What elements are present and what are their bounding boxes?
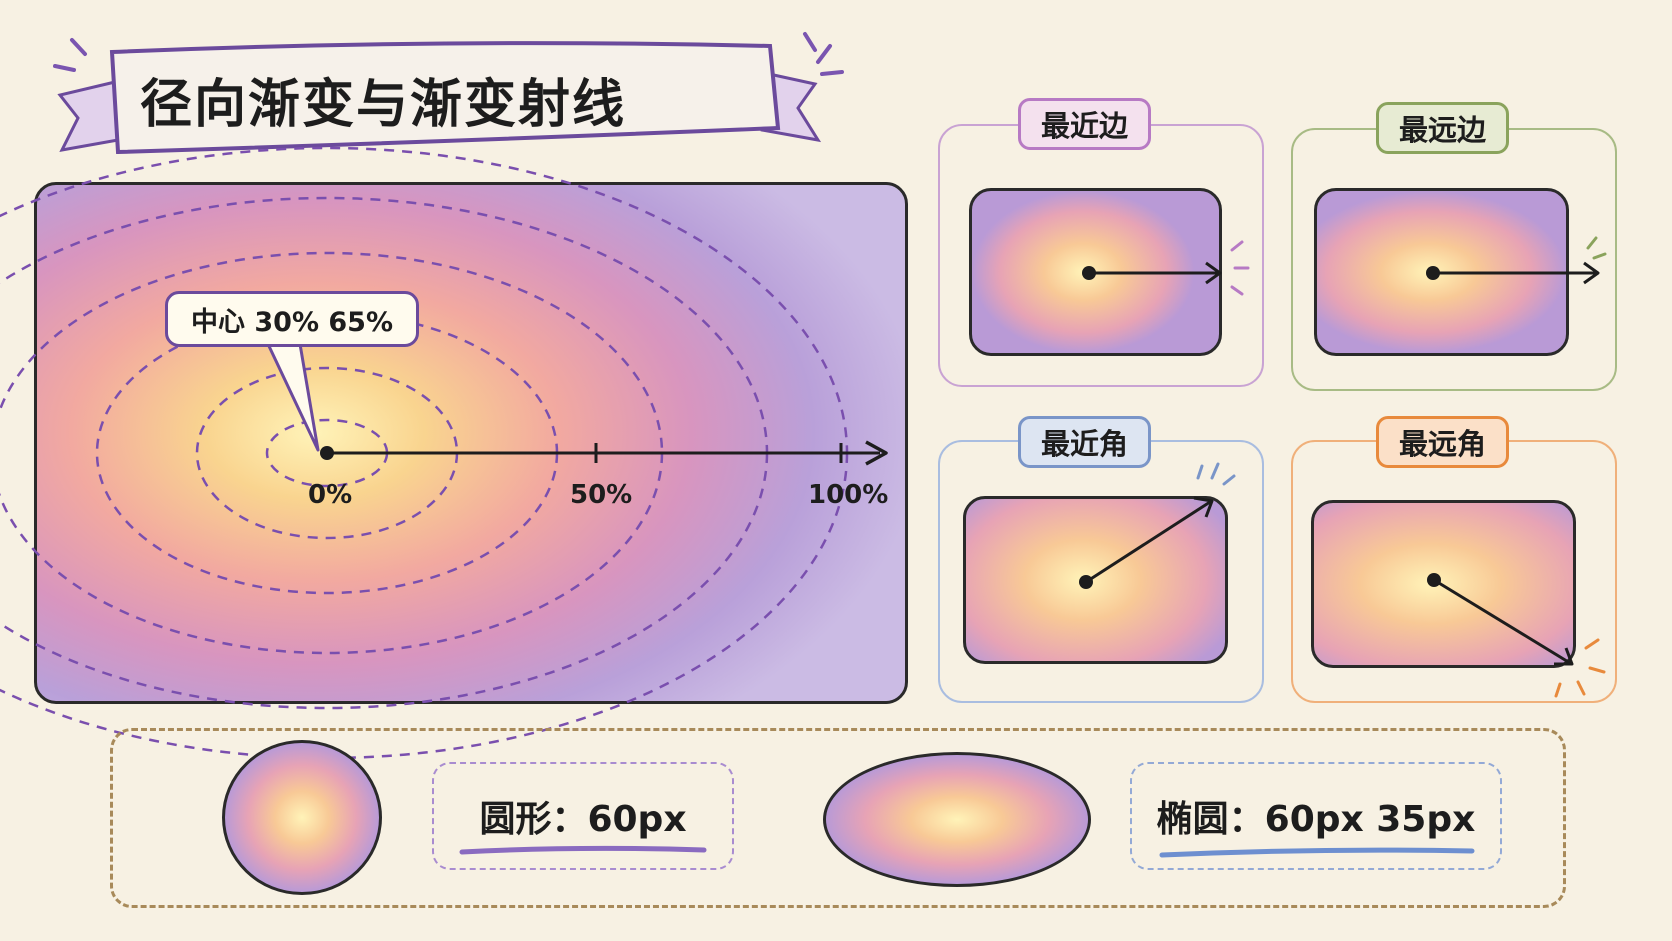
card-label-closest-corner: 最近角 bbox=[1018, 416, 1152, 468]
card-label-farthest-side: 最远边 bbox=[1376, 102, 1510, 154]
main-gradient-panel bbox=[34, 182, 908, 704]
farthest-side-gradient bbox=[1314, 188, 1569, 356]
circle-label: 圆形：60px bbox=[479, 799, 687, 840]
ellipse-gradient bbox=[823, 752, 1091, 887]
ellipse-label-box: 椭圆：60px 35px bbox=[1130, 762, 1502, 870]
axis-label-0: 0% bbox=[308, 480, 353, 510]
page-title: 径向渐变与渐变射线 bbox=[140, 75, 627, 135]
shapes-panel bbox=[110, 728, 1566, 908]
closest-corner-gradient bbox=[963, 496, 1228, 664]
axis-label-100: 100% bbox=[808, 480, 889, 510]
card-label-farthest-corner: 最远角 bbox=[1376, 416, 1510, 468]
card-label-closest-side: 最近边 bbox=[1018, 98, 1152, 150]
farthest-corner-gradient bbox=[1311, 500, 1576, 668]
circle-label-box: 圆形：60px bbox=[432, 762, 734, 870]
ellipse-label: 椭圆：60px 35px bbox=[1156, 799, 1476, 840]
center-callout: 中心 30% 65% bbox=[165, 291, 419, 347]
circle-gradient bbox=[222, 740, 382, 895]
closest-side-gradient bbox=[969, 188, 1222, 356]
axis-label-50: 50% bbox=[570, 480, 633, 510]
